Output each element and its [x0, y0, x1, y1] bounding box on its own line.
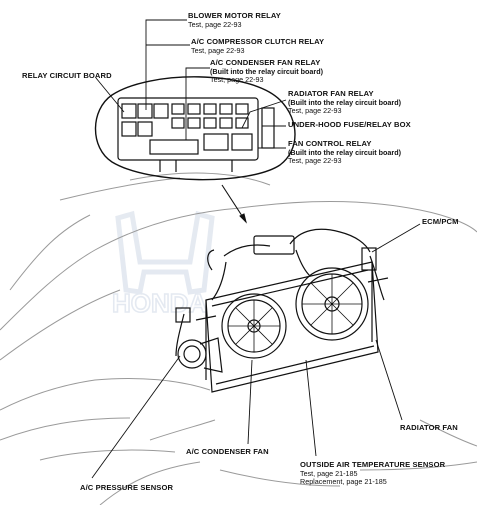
vehicle-outline: [0, 172, 477, 505]
fan-control-relay-note: (Built into the relay circuit board): [288, 147, 402, 157]
callout-blower-motor-relay: BLOWER MOTOR RELAY Test, page 22-93: [188, 11, 281, 29]
ac-condenser-fan-title: A/C CONDENSER FAN: [186, 447, 269, 456]
honda-watermark: HONDA: [111, 210, 215, 319]
fan-control-relay-test: Test, page 22-93: [288, 156, 342, 165]
leader-lines: [91, 19, 421, 479]
callout-ac-condenser-fan-relay: A/C CONDENSER FAN RELAY (Built into the …: [210, 58, 324, 84]
ac-condenser-fan-relay-test: Test, page 22-93: [210, 75, 264, 84]
callout-ac-condenser-fan: A/C CONDENSER FAN: [186, 447, 269, 457]
radiator-fan-relay-note: (Built into the relay circuit board): [288, 97, 402, 107]
callout-radiator-fan: RADIATOR FAN: [400, 423, 458, 433]
callout-under-hood-fuse-relay-box: UNDER-HOOD FUSE/RELAY BOX: [288, 120, 411, 130]
ac-compressor: [177, 337, 223, 373]
radiator-fan-title: RADIATOR FAN: [400, 423, 458, 432]
callout-ac-pressure-sensor: A/C PRESSURE SENSOR: [80, 483, 174, 493]
ac-compressor-clutch-relay-test: Test, page 22-93: [191, 45, 245, 55]
blower-motor-relay-title: BLOWER MOTOR RELAY: [188, 11, 281, 20]
under-hood-box-title: UNDER-HOOD FUSE/RELAY BOX: [288, 120, 411, 129]
outside-air-temp-sensor-replacement: Replacement, page 21-185: [300, 477, 387, 486]
ac-pressure-sensor-title: A/C PRESSURE SENSOR: [80, 483, 174, 492]
relay-circuit-board-title: RELAY CIRCUIT BOARD: [22, 71, 112, 80]
callout-fan-control-relay: FAN CONTROL RELAY (Built into the relay …: [288, 139, 402, 165]
wiring-harness: [175, 228, 385, 357]
fan-control-relay-title: FAN CONTROL RELAY: [288, 139, 372, 148]
callout-ecm-pcm: ECM/PCM: [422, 217, 459, 227]
callout-relay-circuit-board: RELAY CIRCUIT BOARD: [22, 71, 112, 81]
ac-compressor-clutch-relay-title: A/C COMPRESSOR CLUTCH RELAY: [191, 37, 325, 46]
radiator-assembly: [195, 261, 389, 393]
outside-air-temp-sensor-test: Test, page 21-185: [300, 468, 358, 478]
blower-motor-relay-test: Test, page 22-93: [188, 19, 242, 29]
svg-text:HONDA: HONDA: [112, 288, 208, 318]
ac-condenser-fan-relay-note: (Built into the relay circuit board): [210, 66, 324, 76]
radiator-fan-relay-title: RADIATOR FAN RELAY: [288, 89, 374, 98]
ecm-pcm-title: ECM/PCM: [422, 217, 459, 226]
callout-outside-air-temperature-sensor: OUTSIDE AIR TEMPERATURE SENSOR Test, pag…: [300, 460, 446, 486]
outside-air-temp-sensor-title: OUTSIDE AIR TEMPERATURE SENSOR: [300, 460, 446, 469]
callout-radiator-fan-relay: RADIATOR FAN RELAY (Built into the relay…: [288, 89, 402, 115]
ac-condenser-fan-relay-title: A/C CONDENSER FAN RELAY: [210, 58, 321, 67]
inset-arrow: [221, 184, 247, 224]
fuse-relay-box-inset: [94, 76, 296, 181]
radiator-fan-relay-test: Test, page 22-93: [288, 106, 342, 115]
callout-ac-compressor-clutch-relay: A/C COMPRESSOR CLUTCH RELAY Test, page 2…: [191, 37, 325, 55]
